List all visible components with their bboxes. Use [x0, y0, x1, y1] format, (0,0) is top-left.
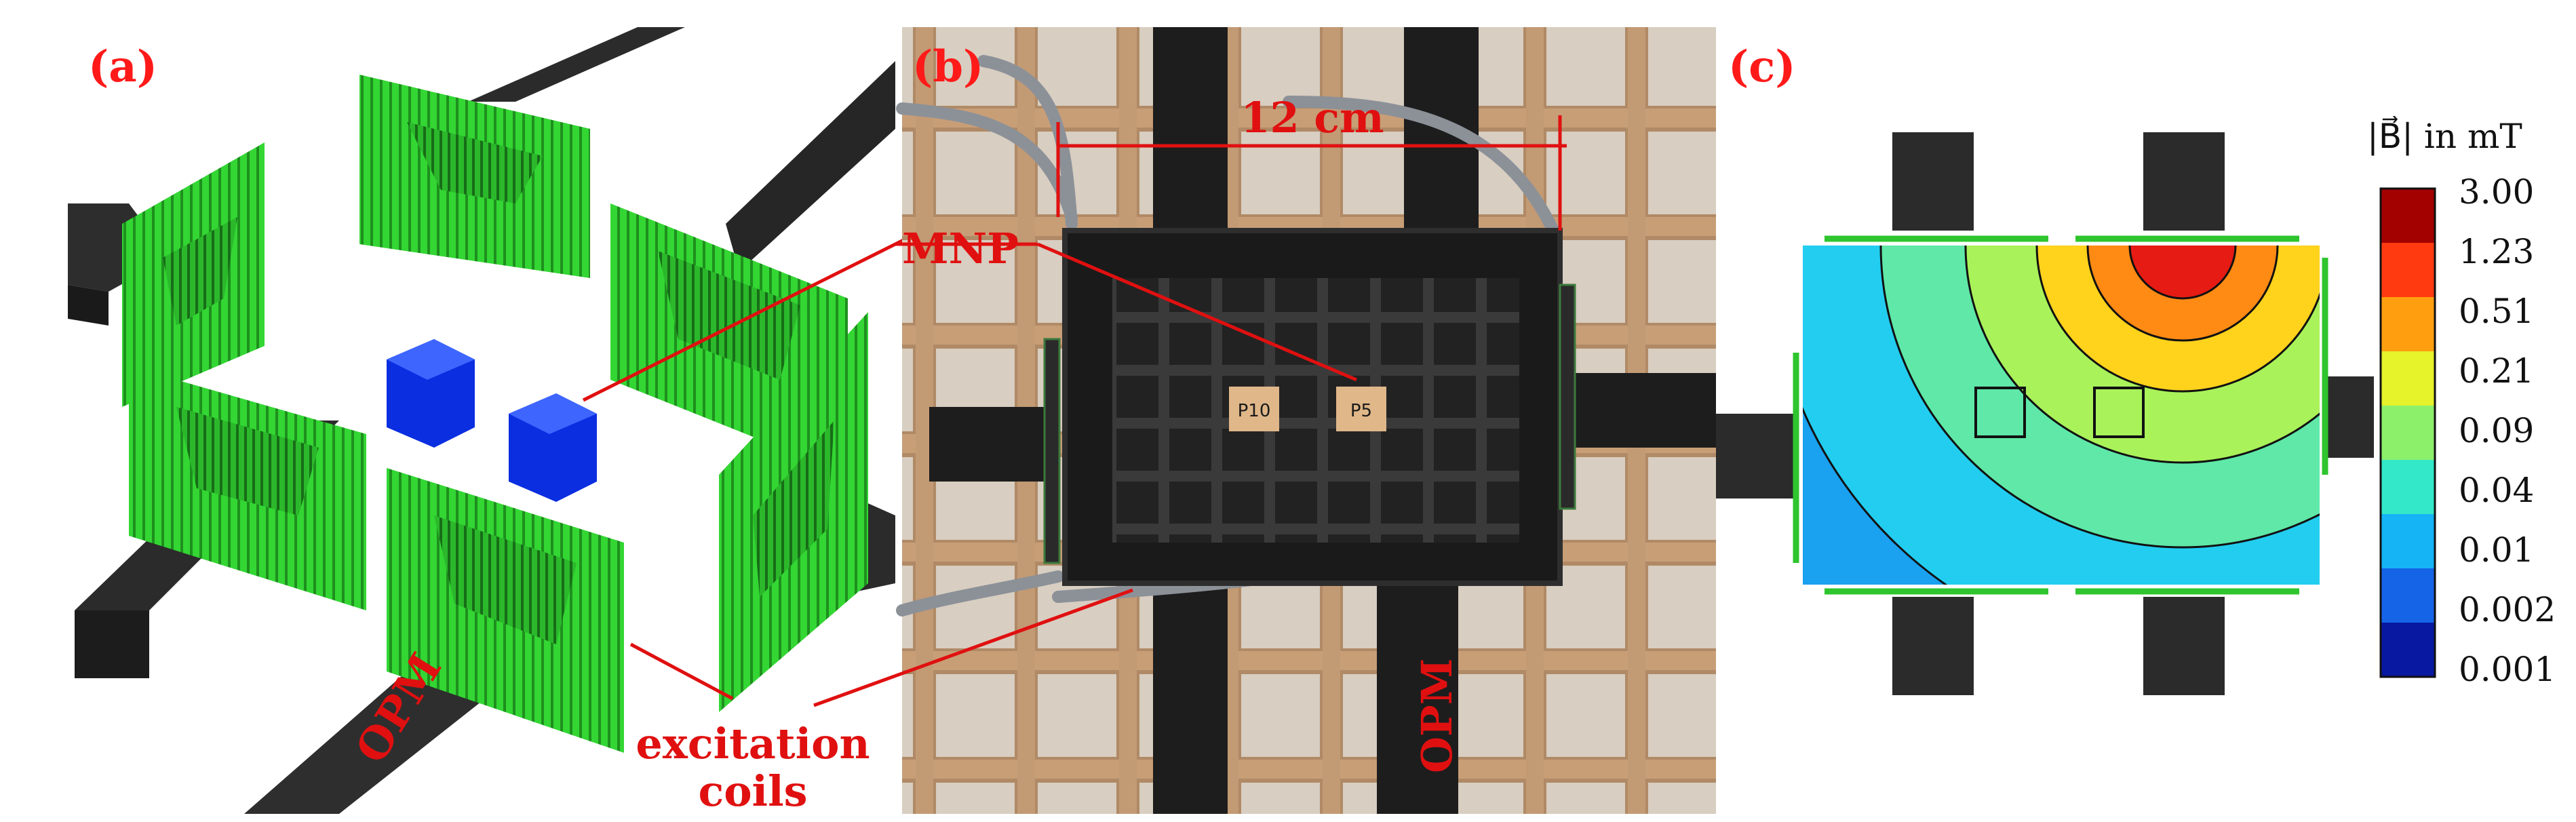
- opm-bar: [1153, 27, 1228, 231]
- opm-bar-side: [75, 610, 149, 678]
- mnp-annotation: [895, 242, 1357, 382]
- mnp-cube-top: [387, 339, 475, 380]
- colorbar-tick: 0.002: [2459, 590, 2556, 629]
- sample-p10: [1229, 387, 1279, 431]
- excitation-coil-inner: [176, 407, 319, 515]
- coil-lines-c: [1793, 235, 2328, 595]
- opm-bar: [929, 407, 1051, 482]
- sample-p5: [1336, 387, 1386, 431]
- opm-block: [2143, 597, 2225, 695]
- panel-a: (a) OPM: [68, 27, 924, 814]
- mnp-label: MNP: [902, 224, 1019, 273]
- excitation-coils-a: [122, 75, 868, 753]
- excitation-coil: [1559, 283, 1576, 510]
- sample-grid: [1112, 278, 1519, 543]
- colorbar-title: |B⃗| in mT: [2367, 116, 2522, 156]
- sample-p10-label: P10: [1238, 401, 1271, 421]
- coils-label-line2: coils: [698, 766, 807, 816]
- colorbar-tick: 0.51: [2459, 292, 2534, 331]
- excitation-coil-inner: [407, 122, 543, 203]
- sample-position-box: [1974, 387, 2026, 438]
- opm-block: [1716, 414, 1797, 498]
- sample-position-box: [2093, 387, 2145, 438]
- opm-bar: [468, 27, 685, 102]
- mnp-cubes-a: [387, 339, 597, 502]
- panel-c: (c): [1716, 41, 2556, 695]
- panel-b: P10 P5 12 cm MNP (b) OPM: [813, 27, 1716, 814]
- colorbar-tick: 3.00: [2459, 172, 2534, 212]
- annotation-lines-a: [582, 229, 924, 701]
- panel-label-c: (c): [1728, 41, 1796, 92]
- excitation-coil-inner: [163, 217, 237, 326]
- opm-bar: [1560, 373, 1716, 448]
- coils-annotation: [813, 588, 1133, 707]
- opm-bar: [726, 61, 895, 271]
- colorbar-tick: 0.21: [2459, 351, 2534, 391]
- excitation-coil-inner: [658, 251, 800, 380]
- excitation-coil-inner: [434, 515, 577, 644]
- mnp-cube-top: [509, 393, 597, 434]
- opm-block: [1892, 597, 1974, 695]
- colorbar-tick: 0.09: [2459, 411, 2534, 450]
- field-map: [1803, 246, 2320, 585]
- panel-label-a: (a): [88, 41, 157, 92]
- colorbar-tick: 0.04: [2459, 471, 2534, 510]
- excitation-coil-inner: [753, 420, 834, 597]
- colorbar: |B⃗| in mT 3.00 1.23 0.51 0.21 0.09 0.04…: [2367, 116, 2556, 689]
- colorbar-tick: 0.001: [2459, 650, 2556, 689]
- opm-bar: [1377, 583, 1458, 814]
- sample-p5-label: P5: [1350, 401, 1372, 421]
- colorbar-tick: 0.01: [2459, 530, 2534, 570]
- excitation-coil: [1043, 338, 1061, 564]
- opm-label-b: OPM: [1412, 659, 1462, 773]
- dimension-label: 12 cm: [1241, 93, 1384, 142]
- opm-block: [1892, 132, 1974, 231]
- colorbar-tick: 1.23: [2459, 232, 2534, 271]
- opm-bar: [1153, 583, 1228, 814]
- opm-block: [2143, 132, 2225, 231]
- coils-label-line1: excitation: [636, 719, 870, 768]
- opm-block: [2326, 376, 2374, 458]
- opm-bar-side: [68, 285, 109, 326]
- panel-label-b: (b): [912, 41, 983, 92]
- dimension-annotation: [1056, 115, 1567, 231]
